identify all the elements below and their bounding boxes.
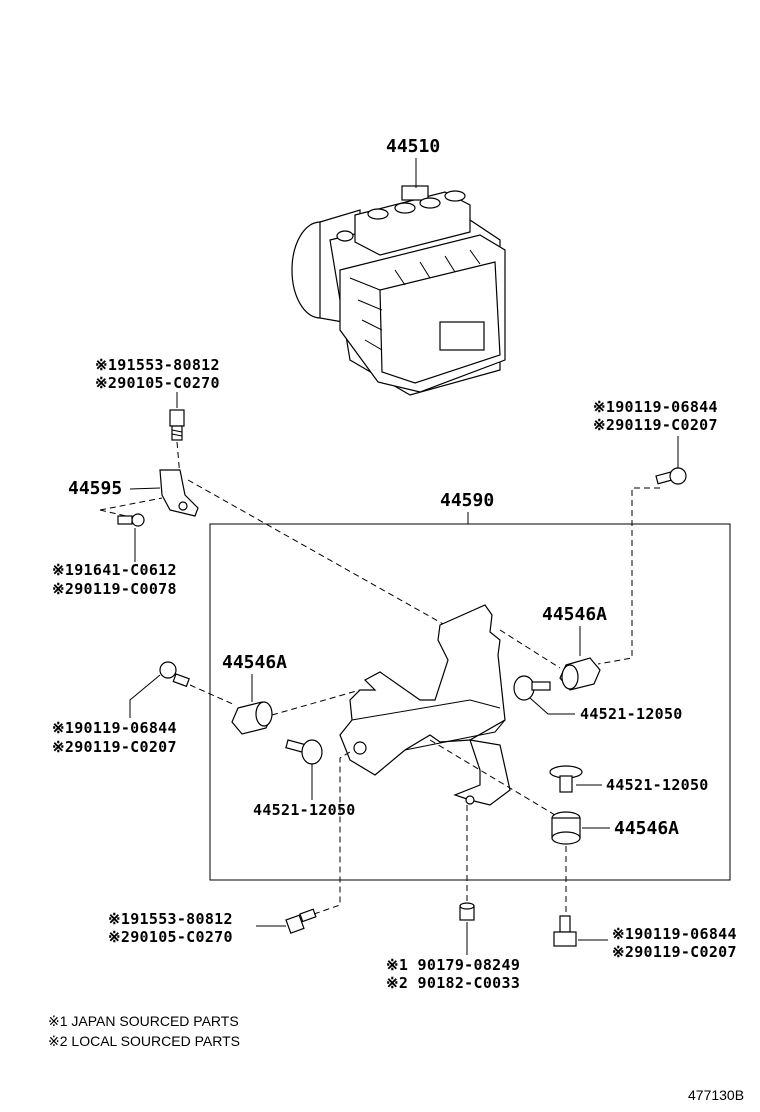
bottom-left-bolt-icon[interactable] bbox=[285, 908, 317, 934]
upper-right-collar-icon[interactable] bbox=[513, 675, 551, 701]
top-right-bolt-code2: ※290119-C0207 bbox=[593, 416, 718, 434]
bottom-center-nut-code2: ※2 90182-C0033 bbox=[386, 974, 520, 992]
sub-bracket-bolt-code2: ※290119-C0078 bbox=[52, 580, 177, 598]
left-cushion-icon[interactable] bbox=[231, 701, 273, 735]
left-bolt-icon[interactable] bbox=[159, 661, 190, 688]
top-right-bolt-code1: ※190119-06844 bbox=[593, 398, 718, 416]
label-44590: 44590 bbox=[440, 490, 494, 511]
left-bolt-code1: ※190119-06844 bbox=[52, 719, 177, 737]
label-collar-right-upper: 44521-12050 bbox=[580, 705, 683, 723]
label-cushion-right-upper: 44546A bbox=[542, 604, 607, 625]
left-bolt-code2: ※290119-C0207 bbox=[52, 738, 177, 756]
leader-left-bolt bbox=[129, 674, 161, 718]
left-collar-icon[interactable] bbox=[285, 739, 323, 765]
abs-actuator-drawing[interactable] bbox=[291, 185, 506, 396]
label-44595: 44595 bbox=[68, 478, 122, 499]
leader-collar-right-upper bbox=[529, 697, 575, 715]
label-collar-left: 44521-12050 bbox=[253, 801, 356, 819]
sub-bracket-bolt-code1: ※191641-C0612 bbox=[52, 561, 177, 579]
label-cushion-left: 44546A bbox=[222, 652, 287, 673]
label-collar-right-lower: 44521-12050 bbox=[606, 776, 709, 794]
bracket-assy-frame bbox=[209, 523, 731, 881]
sub-bracket-drawing[interactable] bbox=[159, 469, 199, 517]
figure-number: 477130B bbox=[688, 1087, 744, 1103]
legend-note-2: ※2 LOCAL SOURCED PARTS bbox=[48, 1033, 240, 1049]
lower-right-cushion-icon[interactable] bbox=[551, 811, 581, 845]
bottom-right-bolt-code2: ※290119-C0207 bbox=[612, 943, 737, 961]
sub-bracket-bolt-icon[interactable] bbox=[117, 513, 145, 527]
bottom-left-bolt-code1: ※191553-80812 bbox=[108, 910, 233, 928]
bottom-center-nut-code1: ※1 90179-08249 bbox=[386, 956, 520, 974]
leader-44595 bbox=[129, 487, 161, 490]
label-44510: 44510 bbox=[386, 136, 440, 157]
top-left-bolt-code1: ※191553-80812 bbox=[95, 356, 220, 374]
top-right-bolt-icon[interactable] bbox=[655, 467, 687, 485]
bottom-left-bolt-code2: ※290105-C0270 bbox=[108, 928, 233, 946]
bracket-drawing[interactable] bbox=[339, 604, 511, 806]
lower-right-collar-icon[interactable] bbox=[549, 765, 583, 793]
bottom-right-bolt-icon[interactable] bbox=[553, 915, 577, 947]
top-left-bolt-icon[interactable] bbox=[169, 409, 185, 441]
upper-right-cushion-icon[interactable] bbox=[559, 657, 601, 691]
top-left-bolt-code2: ※290105-C0270 bbox=[95, 374, 220, 392]
bottom-center-nut-icon[interactable] bbox=[459, 902, 475, 921]
legend-note-1: ※1 JAPAN SOURCED PARTS bbox=[48, 1013, 239, 1029]
bottom-right-bolt-code1: ※190119-06844 bbox=[612, 925, 737, 943]
label-cushion-right-lower: 44546A bbox=[614, 818, 679, 839]
